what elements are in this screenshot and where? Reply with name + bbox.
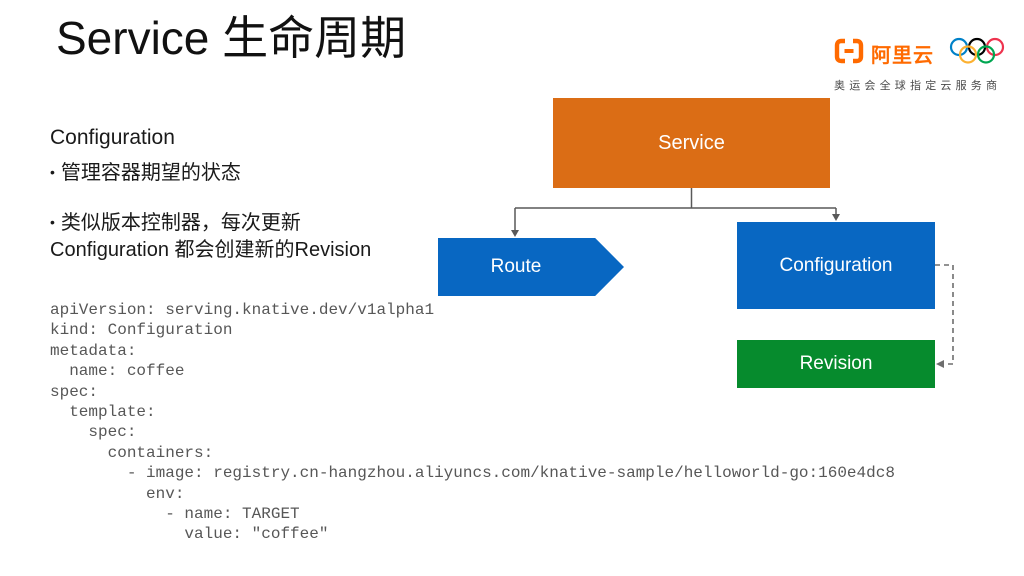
bullet-marker: • — [50, 214, 55, 230]
diagram-node-route: Route — [438, 238, 624, 296]
code-line: metadata: — [50, 341, 137, 360]
olympic-rings-icon — [948, 36, 1006, 71]
notes-block: Configuration • 管理容器期望的状态 • 类似版本控制器，每次更新 C… — [50, 126, 450, 264]
aliyun-bracket-icon — [834, 38, 864, 69]
bullet-marker: • — [50, 164, 55, 180]
code-line: kind: Configuration — [50, 321, 233, 340]
notes-heading: Configuration — [50, 126, 175, 149]
node-label: Configuration — [779, 254, 893, 276]
page-title: Service 生命周期 — [56, 12, 407, 64]
logo-row: 阿里云 — [834, 36, 1006, 71]
bullet-text: Configuration 都会创建新的Revision — [50, 239, 372, 261]
code-line: containers: — [50, 443, 214, 462]
diagram-node-service: Service — [553, 98, 830, 188]
code-line: - image: registry.cn-hangzhou.aliyuncs.c… — [50, 464, 895, 483]
bullet-text: 管理容器期望的状态 — [60, 162, 241, 184]
aliyun-olympic-logo: 阿里云 奥运会全球指定云服务商 — [834, 36, 1006, 93]
logo-tagline: 奥运会全球指定云服务商 — [834, 80, 1002, 92]
node-label: Revision — [799, 353, 873, 374]
diagram-node-configuration: Configuration — [737, 222, 935, 309]
code-line: apiVersion: serving.knative.dev/v1alpha1 — [50, 301, 435, 319]
bullet-item: • 管理容器期望的状态 — [50, 156, 450, 185]
yaml-code-block: apiVersion: serving.knative.dev/v1alpha1… — [50, 300, 895, 545]
code-line: - name: TARGET — [50, 505, 300, 524]
node-label: Route — [490, 256, 542, 277]
code-line: value: "coffee" — [50, 525, 329, 544]
node-label: Service — [658, 131, 725, 154]
code-line: env: — [50, 484, 185, 503]
code-line: spec: — [50, 423, 137, 442]
bullet-text: 类似版本控制器，每次更新 — [60, 212, 301, 234]
code-line: name: coffee — [50, 362, 185, 381]
diagram-node-revision: Revision — [737, 340, 935, 388]
aliyun-brand-text: 阿里云 — [871, 45, 934, 67]
bullet-item: • 类似版本控制器，每次更新 Configuration 都会创建新的Revisi… — [50, 209, 450, 264]
code-line: spec: — [50, 382, 99, 401]
code-line: template: — [50, 403, 156, 422]
